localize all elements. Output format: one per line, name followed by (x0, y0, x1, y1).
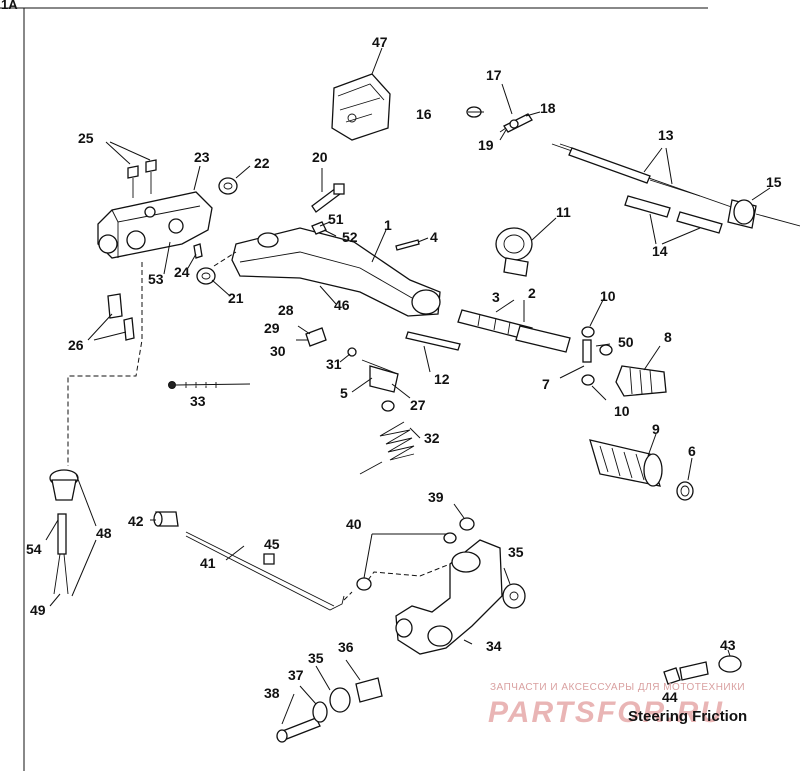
callout-7: 7 (542, 376, 550, 392)
part-11-clamp (495, 227, 533, 277)
callout-8: 8 (664, 329, 672, 345)
callout-51: 51 (328, 211, 344, 227)
part-2-3-throttle-shaft (457, 309, 571, 353)
callout-10-top: 10 (600, 288, 616, 304)
part-26-screw (107, 293, 135, 341)
part-22-washer (218, 177, 238, 195)
watermark: ЗАПЧАСТИ И АКСЕССУАРЫ ДЛЯ МОТОТЕХНИКИ PA… (488, 682, 745, 729)
callout-21: 21 (228, 290, 244, 306)
part-34-bracket (395, 539, 503, 655)
part-9-handle-grip (589, 439, 663, 487)
callout-22: 22 (254, 155, 270, 171)
part-20-bolt (311, 183, 345, 213)
callout-6: 6 (688, 443, 696, 459)
callout-36: 36 (338, 639, 354, 655)
callout-4: 4 (430, 229, 438, 245)
part-47-bracket (331, 73, 391, 141)
callout-9: 9 (652, 421, 660, 437)
part-54-49-lever (49, 469, 79, 595)
callout-52: 52 (342, 229, 358, 245)
callout-13: 13 (658, 127, 674, 143)
callout-3: 3 (492, 289, 500, 305)
callout-44: 44 (662, 689, 678, 705)
leader-lines (45, 47, 771, 725)
callout-54: 54 (26, 541, 42, 557)
callout-15: 15 (766, 174, 782, 190)
callout-40: 40 (346, 516, 362, 532)
part-15-cable-end (727, 199, 800, 229)
callout-25: 25 (78, 130, 94, 146)
part-28-30-friction-parts (305, 327, 399, 393)
page-frame (0, 7, 708, 771)
part-23-steering-block (97, 191, 213, 259)
watermark-logo: PARTSFOR.RU (488, 696, 724, 729)
callout-19: 19 (478, 137, 494, 153)
callout-18: 18 (540, 100, 556, 116)
callout-17: 17 (486, 67, 502, 83)
callout-41: 41 (200, 555, 216, 571)
part-42-bushing (153, 511, 179, 527)
callout-12: 12 (434, 371, 450, 387)
callout-39: 39 (428, 489, 444, 505)
callout-49: 49 (30, 602, 46, 618)
part-17-19-linkage (499, 113, 533, 133)
callout-43: 43 (720, 637, 736, 653)
callout-48: 48 (96, 525, 112, 541)
callout-50: 50 (618, 334, 634, 350)
part-35-washer-right (502, 583, 526, 609)
part-8-grip (615, 365, 667, 397)
section-label: 1A (1, 0, 18, 12)
callout-20: 20 (312, 149, 328, 165)
callout-11: 11 (556, 204, 571, 220)
part-39-nut (459, 517, 475, 531)
callout-35-right: 35 (508, 544, 524, 560)
part-32-spring (359, 400, 415, 475)
assembly-dashed-lines (67, 251, 451, 601)
callout-2: 2 (528, 285, 536, 301)
part-13-cable (551, 143, 741, 211)
callout-numbers: 47 17 16 18 19 13 15 25 23 22 20 51 52 1… (26, 34, 782, 705)
callout-38: 38 (264, 685, 280, 701)
callout-26: 26 (68, 337, 84, 353)
watermark-subtitle: ЗАПЧАСТИ И АКСЕССУАРЫ ДЛЯ МОТОТЕХНИКИ (490, 682, 745, 693)
callout-34: 34 (486, 638, 502, 654)
callout-42: 42 (128, 513, 144, 529)
callout-37: 37 (288, 667, 304, 683)
callout-31: 31 (326, 356, 342, 372)
callout-46: 46 (334, 297, 350, 313)
part-43-44-parts (663, 655, 742, 685)
callout-10-bottom: 10 (614, 403, 630, 419)
part-25-screws (127, 159, 157, 198)
callout-28: 28 (278, 302, 294, 318)
callout-1: 1 (384, 217, 392, 233)
callout-35-lower: 35 (308, 650, 324, 666)
callout-32: 32 (424, 430, 440, 446)
part-7-10-50-shaft (581, 326, 613, 386)
callout-24: 24 (174, 264, 190, 280)
part-41-rod (185, 531, 345, 611)
part-1-tiller-arm (231, 227, 441, 317)
part-6-ring (676, 481, 694, 501)
part-35-38-bolt-stack (276, 677, 383, 743)
callout-30: 30 (270, 343, 286, 359)
callout-27: 27 (410, 397, 426, 413)
callout-23: 23 (194, 149, 210, 165)
callout-45: 45 (264, 536, 280, 552)
part-33-rod (168, 381, 251, 389)
callout-53: 53 (148, 271, 164, 287)
callout-47: 47 (372, 34, 388, 50)
part-4-pin (395, 239, 420, 251)
callout-33: 33 (190, 393, 206, 409)
callout-5: 5 (340, 385, 348, 401)
callout-14: 14 (652, 243, 668, 259)
diagram-caption: Steering Friction (628, 708, 747, 725)
part-45-clip (263, 553, 275, 565)
callout-29: 29 (264, 320, 280, 336)
callout-16: 16 (416, 106, 432, 122)
part-12-pin (405, 331, 461, 351)
part-14-sleeves (624, 195, 723, 234)
part-21-nut (196, 267, 216, 285)
part-40-washers (356, 532, 457, 591)
